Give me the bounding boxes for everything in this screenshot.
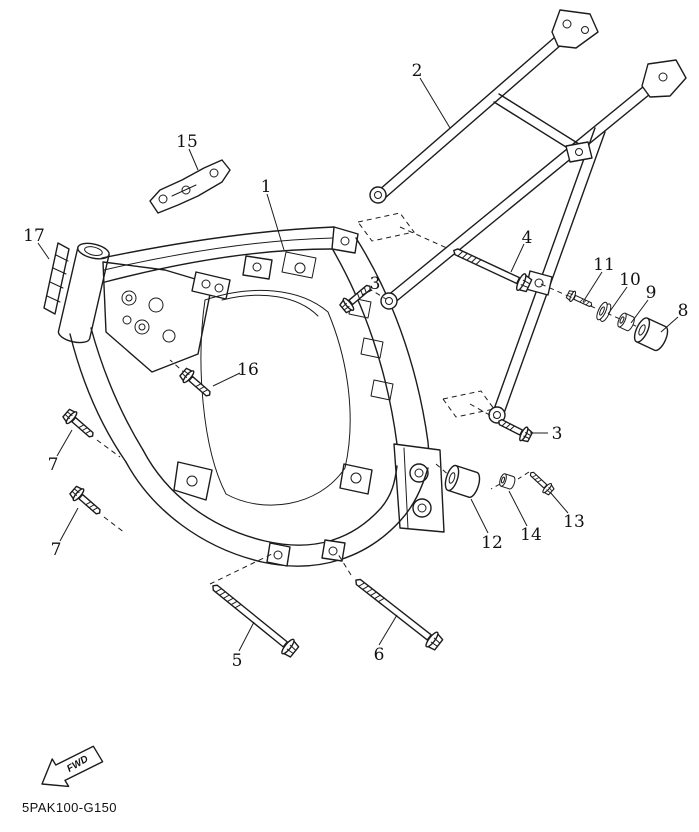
assembly-dashed-lines: [96, 212, 639, 585]
frame-part: [57, 226, 445, 567]
dash-bolt7-upper-axis: [96, 439, 121, 458]
bolt-part-7-lower: [67, 483, 106, 520]
leader-16: [212, 372, 241, 387]
callout-10[interactable]: 10: [619, 270, 641, 290]
bolt-part-7-upper: [60, 406, 99, 443]
leader-lines: [37, 77, 679, 652]
leader-13: [549, 491, 569, 514]
part-code: 5PAK100-G150: [22, 800, 117, 815]
leader-4: [510, 243, 525, 273]
collar-part-14: [499, 473, 516, 490]
leader-9: [630, 299, 649, 324]
callout-6[interactable]: 6: [374, 645, 385, 665]
subframe-part: [369, 9, 687, 424]
bolt-part-4: [449, 241, 534, 295]
callout-17[interactable]: 17: [23, 226, 45, 246]
callout-12[interactable]: 12: [481, 533, 503, 553]
bolt-part-5: [206, 578, 301, 660]
callout-5[interactable]: 5: [232, 651, 243, 671]
callout-3-right[interactable]: 3: [552, 424, 563, 444]
dash-bolt4-axis: [399, 226, 450, 250]
leader-11: [582, 271, 603, 303]
leader-12: [470, 498, 489, 534]
collar-part-9: [617, 312, 635, 332]
callout-4[interactable]: 4: [522, 228, 533, 248]
fwd-arrow-icon: FWD: [41, 745, 104, 788]
leader-14: [508, 490, 528, 527]
leader-1: [266, 193, 285, 251]
bolt-part-6: [349, 572, 445, 653]
leader-17: [37, 242, 50, 260]
callout-14[interactable]: 14: [520, 525, 542, 545]
damper-part-12: [444, 464, 481, 498]
leader-5: [238, 621, 255, 652]
leader-8: [660, 316, 679, 333]
dash-bolt6-axis: [337, 553, 352, 576]
callout-8[interactable]: 8: [678, 301, 689, 321]
dash-damper12-axis: [435, 463, 452, 478]
dash-subframe-front-mount: [357, 212, 415, 242]
leader-10: [607, 286, 628, 315]
callout-11[interactable]: 11: [593, 255, 615, 275]
callout-7-lower[interactable]: 7: [51, 540, 62, 560]
callout-13[interactable]: 13: [563, 512, 585, 532]
leader-15: [188, 148, 199, 171]
callout-15[interactable]: 15: [176, 132, 198, 152]
bracket-part-15: [149, 159, 231, 214]
dash-bolt7-lower-axis: [103, 516, 126, 534]
callout-16[interactable]: 16: [237, 360, 259, 380]
callout-1[interactable]: 1: [261, 177, 272, 197]
leader-7-upper: [56, 429, 73, 457]
damper-part-8: [633, 317, 669, 352]
plate-part-17: [43, 242, 70, 315]
washer-part-10: [596, 301, 612, 322]
callout-7-upper[interactable]: 7: [48, 455, 59, 475]
leader-6: [378, 614, 398, 646]
leader-7-lower: [59, 507, 79, 542]
callout-2[interactable]: 2: [412, 61, 423, 81]
dash-bolt3-right-axis: [469, 403, 496, 419]
leader-3-left: [361, 289, 373, 296]
bolt-part-13: [526, 467, 556, 497]
callout-9[interactable]: 9: [646, 283, 657, 303]
leader-2: [419, 77, 451, 129]
callout-3-left[interactable]: 3: [370, 274, 381, 294]
dash-bolt13-axis: [490, 471, 530, 490]
dash-bolt3-left-axis: [367, 287, 387, 300]
dash-bolt5-axis: [209, 552, 275, 585]
bolt-part-16: [177, 365, 216, 402]
